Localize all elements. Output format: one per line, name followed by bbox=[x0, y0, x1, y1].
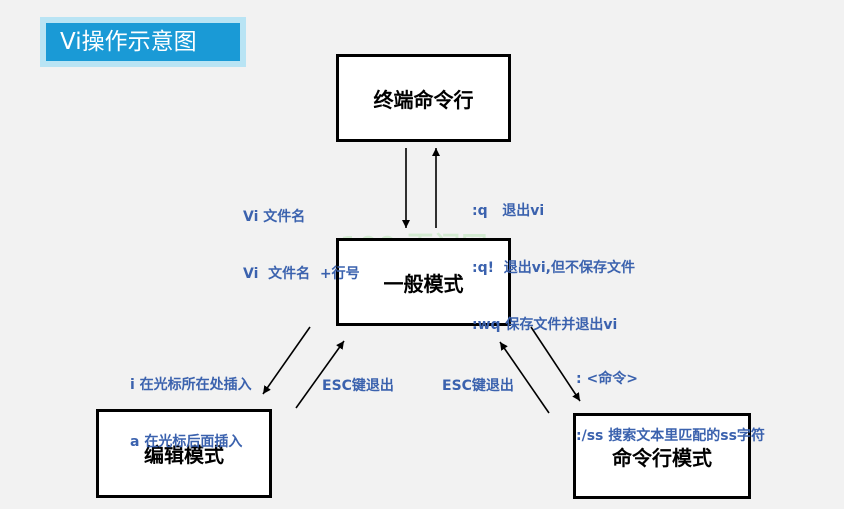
label-line: Vi 文件名 +行号 bbox=[243, 266, 360, 282]
arrow-normal-to-command bbox=[530, 326, 581, 402]
label-line: :wq 保存文件并退出vi bbox=[472, 317, 618, 333]
edit-mode-node: 编辑模式 bbox=[96, 409, 272, 498]
label-line: :/ss 搜索文本里匹配的ss字符 bbox=[576, 428, 765, 444]
label-esc-command: ESC键退出 bbox=[442, 378, 514, 394]
label-line: :q! 退出vi,但不保存文件 bbox=[472, 260, 635, 276]
command-mode-node: 命令行模式 bbox=[573, 413, 751, 499]
terminal-node: 终端命令行 bbox=[336, 54, 511, 142]
normal-mode-node: 一般模式 bbox=[336, 238, 511, 326]
arrow-edit-to-normal bbox=[295, 340, 345, 409]
label-line: :q 退出vi bbox=[472, 203, 545, 219]
label-open-file: Vi 文件名 Vi 文件名 +行号 bbox=[243, 170, 360, 303]
title-banner: Vi操作示意图 bbox=[40, 17, 246, 67]
label-insert: i 在光标所在处插入 a 在光标后面插入 bbox=[130, 338, 252, 471]
label-quit: :q 退出vi :q! 退出vi,但不保存文件 :wq 保存文件并退出vi bbox=[472, 164, 635, 354]
label-command: : <命令> :/ss 搜索文本里匹配的ss字符 bbox=[576, 332, 765, 465]
arrow-command-to-normal bbox=[499, 341, 550, 414]
label-line: a 在光标后面插入 bbox=[130, 434, 243, 450]
label-esc-edit: ESC键退出 bbox=[322, 378, 394, 394]
arrow-normal-to-edit bbox=[262, 326, 311, 395]
page-title: Vi操作示意图 bbox=[46, 23, 240, 61]
label-line: Vi 文件名 bbox=[243, 209, 306, 225]
label-line: : <命令> bbox=[576, 371, 638, 387]
label-line: i 在光标所在处插入 bbox=[130, 377, 252, 393]
